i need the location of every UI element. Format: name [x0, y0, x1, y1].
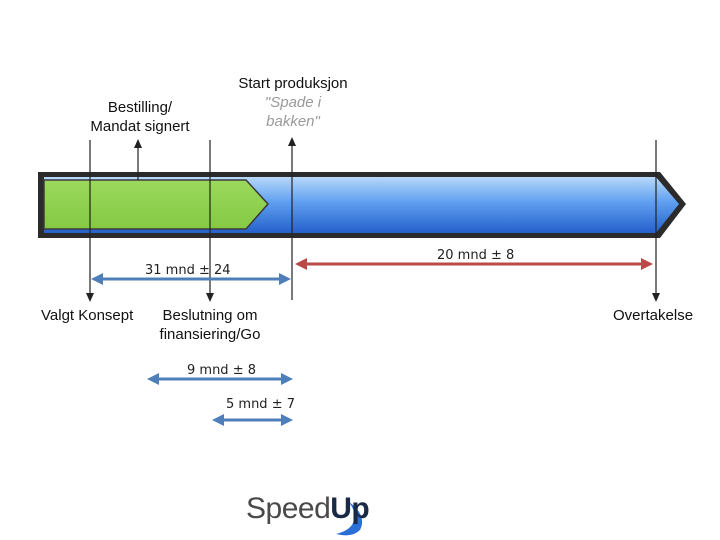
- arrow-down-beslutning: [206, 293, 214, 302]
- arrow-down-overtakelse: [652, 293, 660, 302]
- logo-text-up: Up: [330, 492, 370, 525]
- timeline-bar-green: [43, 179, 270, 230]
- beslutning-line2: finansiering/Go: [159, 326, 261, 343]
- label-start-produksjon: Start produksjon "Spade i bakken": [226, 74, 360, 131]
- duration-label-31: 31 mnd ± 24: [145, 263, 231, 278]
- logo-swoosh: [336, 500, 363, 536]
- duration-arrow-20: [295, 258, 653, 270]
- speedup-logo: SpeedUp: [246, 492, 376, 536]
- label-bestilling: Bestilling/ Mandat signert: [82, 98, 198, 136]
- start-produksjon-title: Start produksjon: [238, 75, 348, 92]
- duration-label-20: 20 mnd ± 8: [437, 248, 515, 263]
- duration-label-9: 9 mnd ± 8: [187, 363, 256, 378]
- arrow-up-start-produksjon: [288, 137, 296, 146]
- label-beslutning: Beslutning om finansiering/Go: [150, 306, 270, 344]
- beslutning-line1: Beslutning om: [162, 307, 258, 324]
- bestilling-line1: Bestilling/: [107, 99, 173, 116]
- duration-arrow-31: [91, 273, 291, 285]
- bestilling-line2: Mandat signert: [90, 118, 190, 135]
- label-overtakelse: Overtakelse: [613, 307, 694, 324]
- label-valgt-konsept: Valgt Konsept: [41, 307, 134, 324]
- duration-label-5: 5 mnd ± 7: [226, 397, 295, 412]
- start-produksjon-sub1: "Spade i: [264, 94, 322, 111]
- duration-arrow-5: [212, 414, 293, 426]
- logo-text-speed: Speed: [246, 492, 331, 525]
- start-produksjon-sub2: bakken": [266, 113, 320, 130]
- arrow-up-bestilling: [134, 139, 142, 148]
- arrow-down-valgt-konsept: [86, 293, 94, 302]
- duration-arrow-9: [147, 373, 293, 385]
